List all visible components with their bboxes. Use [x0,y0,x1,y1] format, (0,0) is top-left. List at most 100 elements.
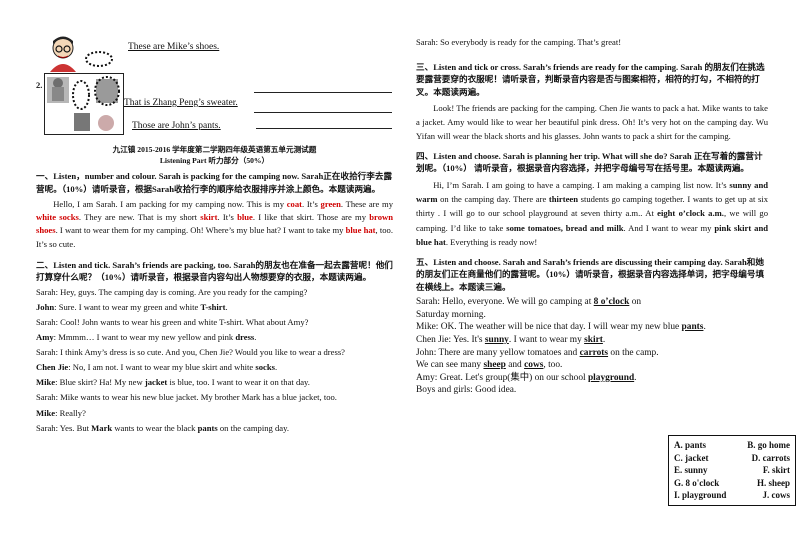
option-item: E. sunny [674,465,708,475]
dialogue-line: Mike: Blue skirt? Ha! My new jacket is b… [36,377,310,388]
option-item: G. 8 o'clock [674,477,720,488]
section-1-heading: 一、Listen，number and colour. Sarah is pac… [36,171,393,194]
s5-line-4: John: There are many yellow tomatoes and… [416,347,676,360]
s5-text: Chen Jie: Yes. It's [416,334,485,345]
option-item: H. sheep [756,477,790,488]
s1-text: . It’s [301,199,321,209]
dialogue-text: wants to wear the black [112,422,198,433]
s5-line-1: Sarah: Hello, everyone. We will go campi… [416,296,676,321]
s1-text: . These are my [340,199,393,209]
answer-line-3 [256,128,392,129]
s4-clothes: pink skirt and blue hat [416,222,769,248]
s4-text: students go camping together. I wants to… [416,194,768,219]
clothing-keyword: pants [197,422,218,433]
left-column: 九江镇 2015-2016 学年度第二学期四年级英语第五单元测试题 Listen… [36,145,393,438]
dialogue-line: Chen Jie: No, I am not. I want to wear m… [36,362,278,373]
dialogue-line: Mike: Really? [36,407,86,418]
speaker-name: Sarah [36,422,56,433]
s1-skirt: skirt [200,212,218,223]
dialogue-line: Sarah: Yes. But Mark wants to wear the b… [36,422,289,433]
s1-text: . I want to wear them for my camping. Oh… [55,225,346,236]
s5-keyword: 8 o’clock [593,297,630,308]
option-item: D. carrots [751,452,790,463]
s5-keyword: skirt [584,334,603,345]
dialogue-line: Amy: Mmmm… I want to wear my new yellow … [36,332,257,343]
s1-text: . I like that skirt. Those are my [252,212,370,223]
s5-line-7: Boys and girls: Good idea. [416,385,517,396]
section-1-passage: Hello, I am Sarah. I am packing for my c… [36,198,393,251]
clothing-keyword: T-shirt [200,301,226,312]
s5-text: and [505,360,525,371]
dialogue-line: Sarah: Mike wants to wear his new blue j… [36,392,337,403]
sentence-3: Those are John’s pants. [132,121,221,131]
s5-text: on the camp. [608,347,659,358]
dialogue-text: Yes. But [59,422,92,433]
s5-text: . [634,372,637,383]
s5-keyword: cows [524,360,544,371]
dialogue-text: . [274,362,278,373]
s5-text: Mike: OK. The weather will be nice that … [416,322,682,333]
dialogue-text: Really? [59,407,86,418]
s1-brown-shoes: brown shoes [36,212,394,236]
s5-keyword: sunny [484,334,509,345]
option-item: J. cows [762,490,791,500]
s5-keyword: carrots [579,347,609,358]
dialogue-text: . [225,301,228,312]
s5-keyword: sheep [483,360,506,371]
s4-text: . And I want to wear my [623,222,715,233]
s4-text: on the camping day. There are [437,194,549,205]
s4-weather: sunny and warm [416,179,769,205]
dialogue-line: Sarah: Cool! John wants to wear his gree… [36,317,309,327]
dialogue-text: Mmmm… I want to wear my new yellow and p… [58,332,236,343]
s5-text: Sarah: Hello, everyone. We will go campi… [416,297,594,308]
answer-line-2 [254,112,392,113]
speaker-name: Mike [36,407,56,418]
s5-keyword: pants [681,322,704,333]
item-2-number: 2. [36,80,43,90]
boy-with-glasses-illustration [50,36,76,72]
s5-text: We can see many [416,360,484,371]
s4-text: . Everything is ready now! [445,237,538,248]
dialogue-text: Hey, guys. The camping day is coming. Ar… [60,286,308,297]
speaker-name: John [36,301,55,312]
dialogue-text: on the camping day. [217,422,289,433]
s5-text: . [602,334,606,345]
dialogue-line: Sarah: I think Amy’s dress is so cute. A… [36,347,345,358]
s4-text: Hi, I’m Sarah. I am going to have a camp… [433,179,730,190]
closing-line: Sarah: So everybody is ready for the cam… [416,37,622,47]
dialogue-text: Cool! John wants to wear his green and w… [60,317,309,327]
dialogue-text: Sure. I want to wear my green and white [58,301,201,312]
option-row: G. 8 o'clock H. sheep [674,477,790,490]
option-item: B. go home [747,440,790,450]
clothes-picture-panel [44,73,124,135]
s5-text: Amy: Great. Let's group(集中) on our schoo… [416,372,588,383]
exam-subtitle: Listening Part 听力部分（50%） [159,156,270,165]
speaker-name: Mike [36,377,56,388]
speaker-name: Sarah [36,392,56,403]
speaker-name: Sarah [36,317,56,327]
s5-text: , too. [543,360,563,371]
section-4-passage: Hi, I’m Sarah. I am going to have a camp… [416,178,768,250]
s1-coat: coat [286,199,302,209]
option-item: C. jacket [674,452,709,463]
option-row: E. sunny F. skirt [674,464,790,477]
dialogue-text: I think Amy’s dress is so cute. And you,… [60,347,345,358]
dialogue-line: Sarah: Hey, guys. The camping day is com… [36,286,308,297]
section-2-heading: 二、Listen and tick. Sarah’s friends are p… [36,259,393,283]
s1-text: Hello, I am Sarah. I am packing for my c… [53,199,287,209]
speaker-name: Sarah [36,286,56,297]
sentence-2: That is Zhang Peng’s sweater. [124,98,238,108]
option-item: F. skirt [762,465,790,475]
clothing-keyword: Mark [91,422,113,433]
s5-text: on Saturday morning. [416,297,642,320]
speaker-name: Chen Jie [36,362,69,373]
section-4-heading: 四、Listen and choose. Sarah is planning h… [416,150,763,174]
s5-text: . [703,322,706,333]
shoes-dotted-outline-icon [85,51,113,67]
dialogue-text: . [254,332,257,343]
section-5-dialogue: Sarah: Hello, everyone. We will go campi… [416,296,706,397]
